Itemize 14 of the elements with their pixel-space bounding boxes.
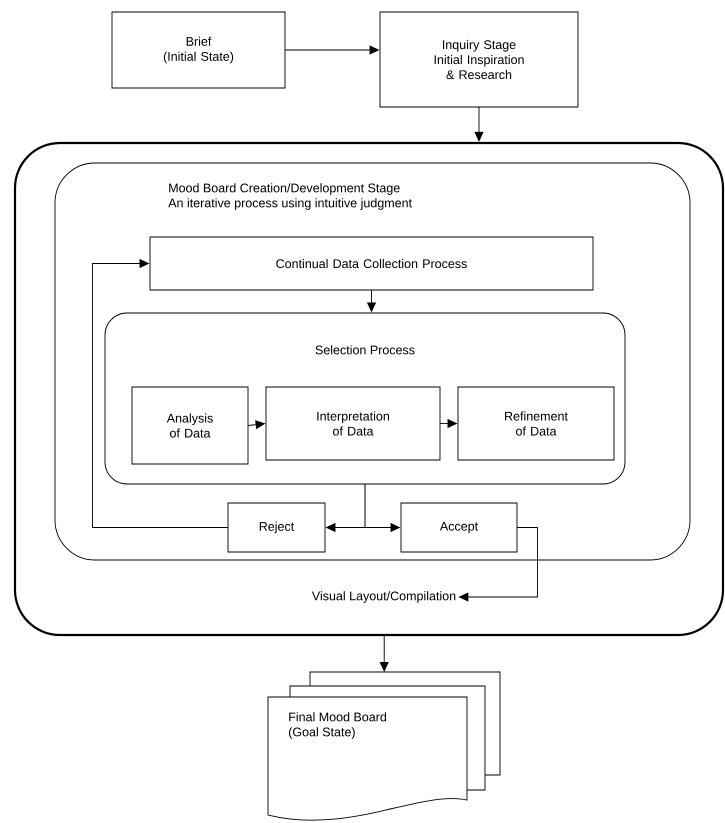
process-box: Inquiry Stage Initial Inspiration & Research (380, 12, 578, 108)
stage-frame (14, 142, 724, 636)
decision-box: Accept (400, 502, 518, 552)
decision-box: Reject (228, 502, 326, 552)
process-box: Continual Data Collection Process (150, 236, 594, 290)
process-box: Analysis of Data (132, 386, 248, 464)
process-box: Brief (Initial State) (112, 12, 286, 88)
document-stack: Final Mood Board (Goal State) (268, 672, 500, 821)
node-label: Final Mood Board (289, 712, 386, 722)
arrow (92, 258, 228, 528)
stage-label: Visual Layout/Compilation (312, 591, 456, 603)
process-box: Interpretation of Data (266, 386, 440, 460)
node-label: (Goal State) (288, 727, 355, 739)
process-box: Refinement of Data (458, 386, 614, 460)
